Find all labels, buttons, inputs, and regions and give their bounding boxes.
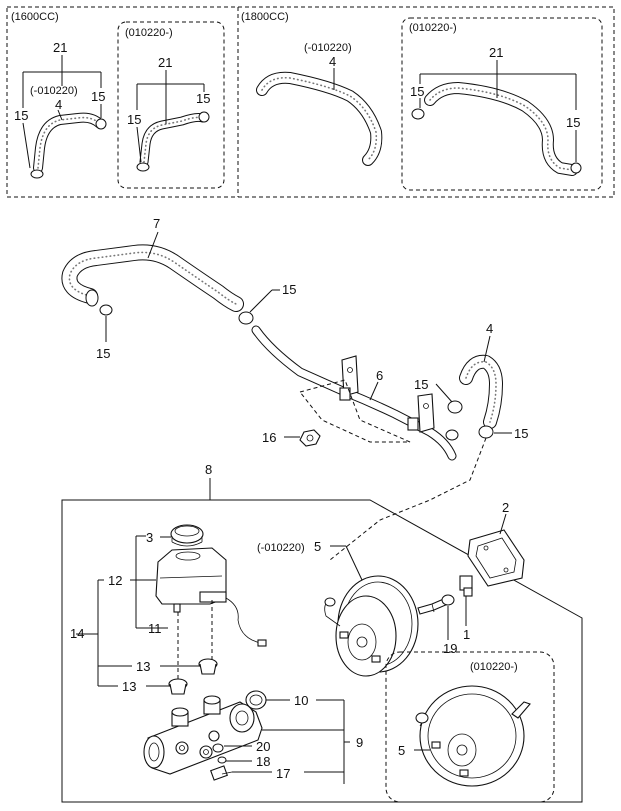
callout-5: 5 bbox=[314, 539, 321, 554]
callout-1: 1 bbox=[463, 627, 470, 642]
callout-5: 5 bbox=[398, 743, 405, 758]
callout-15: 15 bbox=[514, 426, 528, 441]
callout-16: 16 bbox=[262, 430, 276, 445]
callout-10: 10 bbox=[294, 693, 308, 708]
clamp-icon bbox=[570, 162, 582, 174]
callout-18: 18 bbox=[256, 754, 270, 769]
date-label-1600-new: (010220-) bbox=[125, 27, 173, 39]
group-label-1800cc: (1800CC) bbox=[241, 11, 289, 23]
clamp-icon bbox=[99, 304, 113, 316]
grommet-part-13 bbox=[198, 658, 218, 675]
gasket-part-2 bbox=[467, 529, 525, 587]
clamp-icon bbox=[445, 429, 459, 441]
callout-19: 19 bbox=[443, 641, 457, 656]
callout-13: 13 bbox=[136, 659, 150, 674]
callout-6: 6 bbox=[376, 368, 383, 383]
callout-20: 20 bbox=[256, 739, 270, 754]
callout-11: 11 bbox=[148, 621, 162, 636]
clamp-icon bbox=[411, 108, 425, 120]
steel-pipe-part-6 bbox=[251, 325, 457, 461]
variant-panel: (1600CC) (1800CC) (010220-) (010220-) (-… bbox=[6, 6, 615, 198]
group-label-1600cc: (1600CC) bbox=[11, 11, 59, 23]
callout-4: 4 bbox=[55, 97, 62, 112]
callout-12: 12 bbox=[108, 573, 122, 588]
reservoir-cap-part-3 bbox=[170, 524, 204, 547]
date-label-1600-old: (-010220) bbox=[30, 85, 78, 97]
inner-box-1600-new bbox=[117, 21, 225, 189]
callout-2: 2 bbox=[502, 500, 509, 515]
brake-booster-part-5-new bbox=[415, 685, 531, 787]
clamp-icon bbox=[447, 400, 463, 414]
clamp-icon bbox=[30, 169, 44, 179]
brake-booster-part-5-old bbox=[324, 575, 449, 677]
booster-date-old: (-010220) bbox=[257, 542, 305, 554]
callout-15: 15 bbox=[282, 282, 296, 297]
dashed-outline bbox=[299, 379, 411, 443]
grommet-part-13 bbox=[168, 678, 188, 695]
hose-part-1800-new bbox=[424, 82, 578, 176]
inner-box-1800-new bbox=[401, 17, 603, 191]
callout-15: 15 bbox=[566, 115, 580, 130]
callout-15: 15 bbox=[91, 89, 105, 104]
callout-15: 15 bbox=[414, 377, 428, 392]
o-ring-part-10 bbox=[245, 690, 267, 710]
callout-15: 15 bbox=[127, 112, 141, 127]
clamp-icon bbox=[95, 118, 107, 130]
clip-part-1 bbox=[459, 575, 473, 597]
callout-7: 7 bbox=[153, 216, 160, 231]
callout-15: 15 bbox=[196, 91, 210, 106]
vacuum-hose-assembly: 7 15 15 6 4 15 bbox=[61, 216, 528, 561]
booster-date-new: (010220-) bbox=[470, 661, 518, 673]
hose-part-4 bbox=[459, 354, 503, 429]
date-label-1800-new: (010220-) bbox=[409, 22, 457, 34]
callout-15: 15 bbox=[14, 108, 28, 123]
hose-part-4-1600-old bbox=[33, 112, 105, 173]
date-label-1800-old: (-010220) bbox=[304, 42, 352, 54]
bolt-part-17 bbox=[210, 765, 233, 781]
clamp-icon bbox=[238, 311, 254, 325]
clamp-icon bbox=[198, 111, 210, 123]
brake-master-assembly: 8 2 3 bbox=[61, 462, 583, 803]
callout-21: 21 bbox=[53, 40, 67, 55]
callout-17: 17 bbox=[276, 766, 290, 781]
callout-15: 15 bbox=[410, 84, 424, 99]
inset-box-new-booster bbox=[385, 651, 555, 803]
hose-part-4-1800-old bbox=[256, 71, 383, 166]
nut-icon bbox=[299, 429, 321, 447]
assembly-frame-8 bbox=[61, 499, 583, 803]
clamp-icon bbox=[136, 162, 150, 172]
hose-part-1600-new bbox=[139, 112, 208, 167]
callout-4: 4 bbox=[329, 54, 336, 69]
washer-part-19 bbox=[441, 594, 455, 606]
callout-4: 4 bbox=[486, 321, 493, 336]
callout-14: 14 bbox=[70, 626, 84, 641]
master-cylinder-part-9 bbox=[143, 695, 263, 775]
callout-3: 3 bbox=[146, 530, 153, 545]
reservoir-part-12 bbox=[155, 547, 267, 647]
hose-part-7 bbox=[61, 244, 244, 312]
callout-9: 9 bbox=[356, 735, 363, 750]
clamp-icon bbox=[478, 425, 494, 439]
callout-13: 13 bbox=[122, 679, 136, 694]
callout-15: 15 bbox=[96, 346, 110, 361]
callout-8: 8 bbox=[205, 462, 212, 477]
callout-21: 21 bbox=[489, 45, 503, 60]
callout-21: 21 bbox=[158, 55, 172, 70]
outer-dashed-frame bbox=[6, 6, 615, 198]
